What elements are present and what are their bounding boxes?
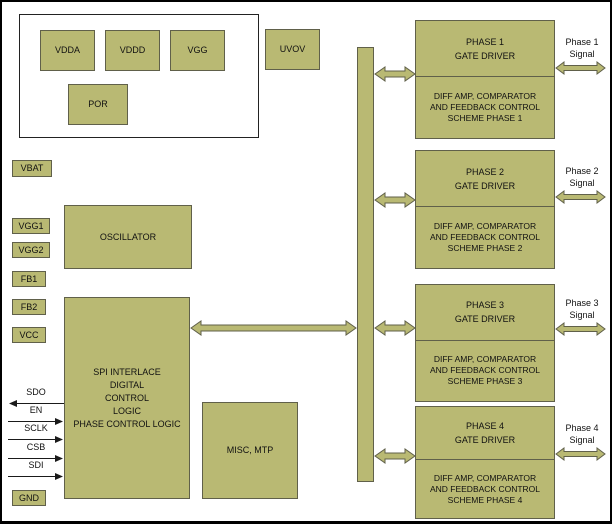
spi-bus-arrow [190, 320, 357, 336]
signal-row-csb: CSB [8, 441, 64, 463]
vddd-block: VDDD [105, 30, 160, 71]
signal-row-en: EN [8, 404, 64, 426]
bus-bar [357, 47, 374, 482]
phase1-signal-label: Phase 1 Signal [565, 37, 599, 59]
bus-phase3-arrow [374, 320, 416, 336]
bus-phase1-arrow [374, 66, 416, 82]
phase4-gate-driver-block: PHASE 4 GATE DRIVER [415, 406, 555, 461]
misc-mtp-block: MISC, MTP [202, 402, 298, 499]
sclk-arrow-line [8, 436, 63, 443]
csb-arrow-line [8, 455, 63, 462]
signal-row-sdo: SDO [8, 386, 64, 408]
phase3-group: PHASE 3 GATE DRIVER DIFF AMP, COMPARATOR… [415, 284, 555, 402]
phase3-signal-label: Phase 3 Signal [565, 298, 599, 320]
signal-row-sclk: SCLK [8, 422, 64, 444]
phase1-group: PHASE 1 GATE DRIVER DIFF AMP, COMPARATOR… [415, 20, 555, 139]
spi-control-block: SPI INTERLACE DIGITAL CONTROL LOGIC PHAS… [64, 297, 190, 499]
phase1-feedback-block: DIFF AMP, COMPARATOR AND FEEDBACK CONTRO… [415, 76, 555, 139]
bus-phase2-arrow [374, 192, 416, 208]
sdi-label: SDI [28, 460, 44, 470]
phase4-signal-arrow [555, 447, 606, 461]
phase2-group: PHASE 2 GATE DRIVER DIFF AMP, COMPARATOR… [415, 150, 555, 269]
phase2-signal-arrow [555, 190, 606, 204]
vgg1-pin: VGG1 [12, 218, 50, 234]
en-label: EN [29, 405, 43, 415]
phase2-signal-label: Phase 2 Signal [565, 166, 599, 188]
phase4-signal-label: Phase 4 Signal [565, 423, 599, 445]
uvov-block: UVOV [265, 29, 320, 70]
sdo-arrow-line [9, 400, 64, 407]
signal-row-sdi: SDI [8, 459, 64, 481]
phase4-group: PHASE 4 GATE DRIVER DIFF AMP, COMPARATOR… [415, 406, 555, 519]
vgg-block: VGG [170, 30, 225, 71]
vcc-pin: VCC [12, 327, 46, 343]
vgg2-pin: VGG2 [12, 242, 50, 258]
supply-group-box: VDDA VDDD VGG POR [19, 14, 259, 138]
fb1-pin: FB1 [12, 271, 46, 287]
phase2-feedback-block: DIFF AMP, COMPARATOR AND FEEDBACK CONTRO… [415, 206, 555, 269]
fb2-pin: FB2 [12, 299, 46, 315]
sdi-arrow-line [8, 473, 63, 480]
phase4-feedback-block: DIFF AMP, COMPARATOR AND FEEDBACK CONTRO… [415, 459, 555, 519]
phase2-gate-driver-block: PHASE 2 GATE DRIVER [415, 150, 555, 208]
phase1-signal-arrow [555, 61, 606, 75]
csb-label: CSB [26, 442, 46, 452]
vbat-pin: VBAT [12, 160, 52, 177]
sdo-label: SDO [26, 387, 46, 397]
bus-phase4-arrow [374, 448, 416, 464]
phase1-gate-driver-block: PHASE 1 GATE DRIVER [415, 20, 555, 78]
phase3-feedback-block: DIFF AMP, COMPARATOR AND FEEDBACK CONTRO… [415, 339, 555, 402]
por-block: POR [68, 84, 128, 125]
sclk-label: SCLK [24, 423, 48, 433]
vdda-block: VDDA [40, 30, 95, 71]
gnd-pin: GND [12, 490, 46, 506]
oscillator-block: OSCILLATOR [64, 205, 192, 269]
phase3-gate-driver-block: PHASE 3 GATE DRIVER [415, 284, 555, 341]
phase3-signal-arrow [555, 322, 606, 336]
en-arrow-line [8, 418, 63, 425]
